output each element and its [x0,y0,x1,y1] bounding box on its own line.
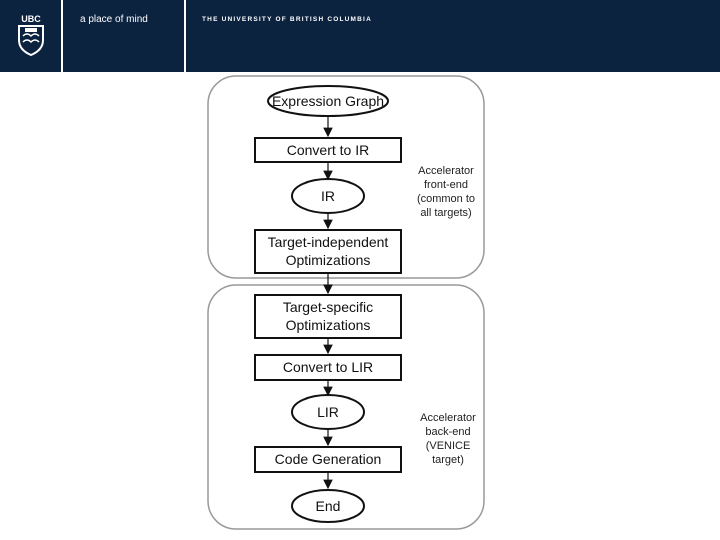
front-end-note-line1: Accelerator [418,165,474,177]
target-specific-label-line1: Target-specific [283,299,373,315]
ir-label: IR [321,188,335,204]
back-end-note-line1: Accelerator [420,412,476,424]
banner-divider [184,0,186,72]
expression-graph-node [267,85,389,117]
ubc-crest-logo: UBC [18,14,44,56]
end-node [291,489,365,523]
front-end-note-line2: front-end [424,179,468,191]
lir-label: LIR [317,404,339,420]
target-independent-label-line2: Optimizations [286,252,371,268]
banner-divider [61,0,63,72]
code-generation-node [254,446,402,473]
target-specific-label-line2: Optimizations [286,317,371,333]
target-independent-label-line1: Target-independent [268,234,389,250]
back-end-note-line3: (VENICE [426,440,471,452]
front-end-group [207,75,485,279]
target-independent-node [254,229,402,274]
convert-to-lir-label: Convert to LIR [283,359,373,375]
code-generation-label: Code Generation [275,451,382,467]
convert-to-ir-label: Convert to IR [287,142,369,158]
convert-to-ir-node [254,137,402,163]
convert-to-lir-node [254,354,402,381]
header-banner: UBC a place of mind THE UNIVERSITY OF BR… [0,0,720,72]
target-specific-node [254,294,402,339]
end-label: End [316,498,341,514]
logo-text: UBC [21,14,41,24]
front-end-note-line4: all targets) [420,207,471,219]
banner-tagline: a place of mind [80,14,148,25]
expression-graph-label: Expression Graph [272,93,384,109]
lir-node [291,394,365,430]
back-end-note-line2: back-end [425,426,470,438]
back-end-note-line4: target) [432,454,464,466]
ir-node [291,178,365,214]
university-name: THE UNIVERSITY OF BRITISH COLUMBIA [202,16,372,23]
front-end-note-line3: (common to [417,193,475,205]
